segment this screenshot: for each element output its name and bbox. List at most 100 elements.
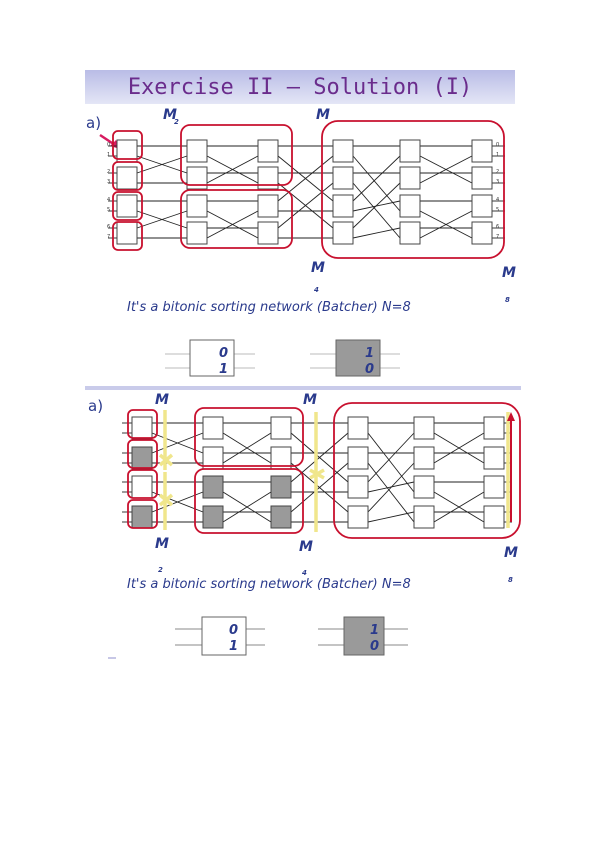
highlight-stroke: [158, 493, 174, 507]
svg-text:4: 4: [302, 569, 307, 577]
svg-text:1: 1: [229, 639, 238, 654]
m2-label: M 2: [163, 107, 179, 126]
comparator-box: [257, 166, 279, 190]
wire-connection: [352, 182, 401, 239]
module-outline: [180, 124, 293, 186]
comparator-box: [399, 194, 421, 218]
comparator-box: [202, 505, 224, 529]
wire-number-left: 3: [107, 179, 110, 185]
wire-number-left: 7: [107, 234, 110, 240]
svg-text:0: 0: [229, 623, 238, 638]
module-outline: [180, 189, 293, 249]
svg-text:8: 8: [505, 296, 510, 304]
wire-number-right: 5: [496, 207, 499, 213]
svg-text:0: 0: [219, 346, 228, 361]
title-band: [85, 70, 515, 104]
comparator-box: [116, 166, 138, 190]
svg-text:1: 1: [219, 362, 228, 377]
module-outline: [127, 439, 158, 469]
svg-text:M: M: [299, 539, 313, 555]
slide-edge-mark: [108, 657, 116, 659]
comparator-box: [332, 194, 354, 218]
wire-number-right: 1: [496, 152, 499, 158]
comparator-box: [186, 166, 208, 190]
comparator-box: [471, 166, 493, 190]
arrow-up-icon: [507, 412, 515, 421]
svg-text:1: 1: [370, 623, 379, 638]
comparator-box: [413, 446, 435, 470]
comparator-box: [483, 446, 505, 470]
comparator-ascending-icon: [201, 616, 247, 656]
wire-number-left: 1: [107, 152, 110, 158]
wire-connection: [367, 511, 415, 523]
wire-connection: [136, 155, 188, 174]
m4-label: M 4: [299, 539, 313, 577]
m2-label: M 2: [155, 536, 169, 574]
wire-number-right: 6: [496, 224, 499, 230]
comparator-box: [131, 475, 153, 499]
comparator-box: [471, 139, 493, 163]
comparator-box: [186, 221, 208, 245]
svg-text:M: M: [504, 545, 518, 561]
module-outline: [112, 191, 143, 221]
comparator-box: [257, 194, 279, 218]
wire-number-right: 0: [496, 142, 499, 148]
module-outline: [321, 120, 505, 259]
comparator-box: [332, 166, 354, 190]
comparator-box: [131, 446, 153, 470]
comparator-box: [399, 221, 421, 245]
wire-connection: [222, 491, 272, 523]
comparator-box: [131, 505, 153, 529]
m-label-top: M: [316, 107, 330, 123]
sorting-network-2: [122, 402, 521, 539]
module-outline: [333, 402, 521, 539]
module-outline: [127, 409, 158, 439]
m8-label: M 8: [502, 265, 516, 304]
wire-number-left: 0: [107, 142, 110, 148]
svg-text:M: M: [163, 107, 177, 123]
comparator-box: [347, 446, 369, 470]
highlight-stroke: [158, 453, 174, 467]
wire-connection: [419, 155, 473, 184]
comparator-box: [332, 221, 354, 245]
wire-number-left: 2: [107, 169, 110, 175]
comparator-box: [483, 416, 505, 440]
svg-text:8: 8: [508, 576, 513, 584]
highlight-stroke: [309, 468, 325, 480]
sorting-network-1: [108, 120, 505, 259]
legend-ascending: 0 1: [165, 339, 255, 377]
comparator-box: [186, 194, 208, 218]
comparator-box: [413, 475, 435, 499]
wire-connection: [367, 432, 415, 483]
top-band: [85, 386, 521, 390]
m4-label-top: M: [303, 392, 317, 408]
comparator-box: [202, 416, 224, 440]
comparator-descending-icon: [343, 616, 385, 656]
comparator-box: [413, 505, 435, 529]
svg-text:2: 2: [158, 566, 163, 574]
comparator-descending-icon: [335, 339, 381, 377]
module-outline: [127, 499, 158, 529]
wire-connection: [222, 432, 272, 464]
comparator-ascending-icon: [189, 339, 235, 377]
svg-text:2: 2: [174, 118, 179, 126]
legend-descending: 1 0: [310, 339, 400, 377]
comparator-box: [202, 475, 224, 499]
wire-number-left: 5: [107, 207, 110, 213]
comparator-box: [483, 505, 505, 529]
svg-text:M: M: [311, 260, 325, 276]
comparator-box: [399, 166, 421, 190]
wire-connection: [206, 210, 259, 239]
comparator-box: [347, 505, 369, 529]
wire-number-right: 2: [496, 169, 499, 175]
slide-2: a) M M 2 M M 4 M 8 It's a bitonic sortin…: [85, 386, 521, 659]
module-outline: [194, 468, 304, 534]
legend-ascending: 0 1: [175, 616, 265, 656]
comparator-box: [270, 416, 292, 440]
m4-label: M 4: [311, 260, 325, 294]
comparator-box: [471, 221, 493, 245]
wire-connection: [367, 462, 415, 523]
wire-connection: [433, 432, 485, 464]
wire-connection: [136, 210, 188, 229]
